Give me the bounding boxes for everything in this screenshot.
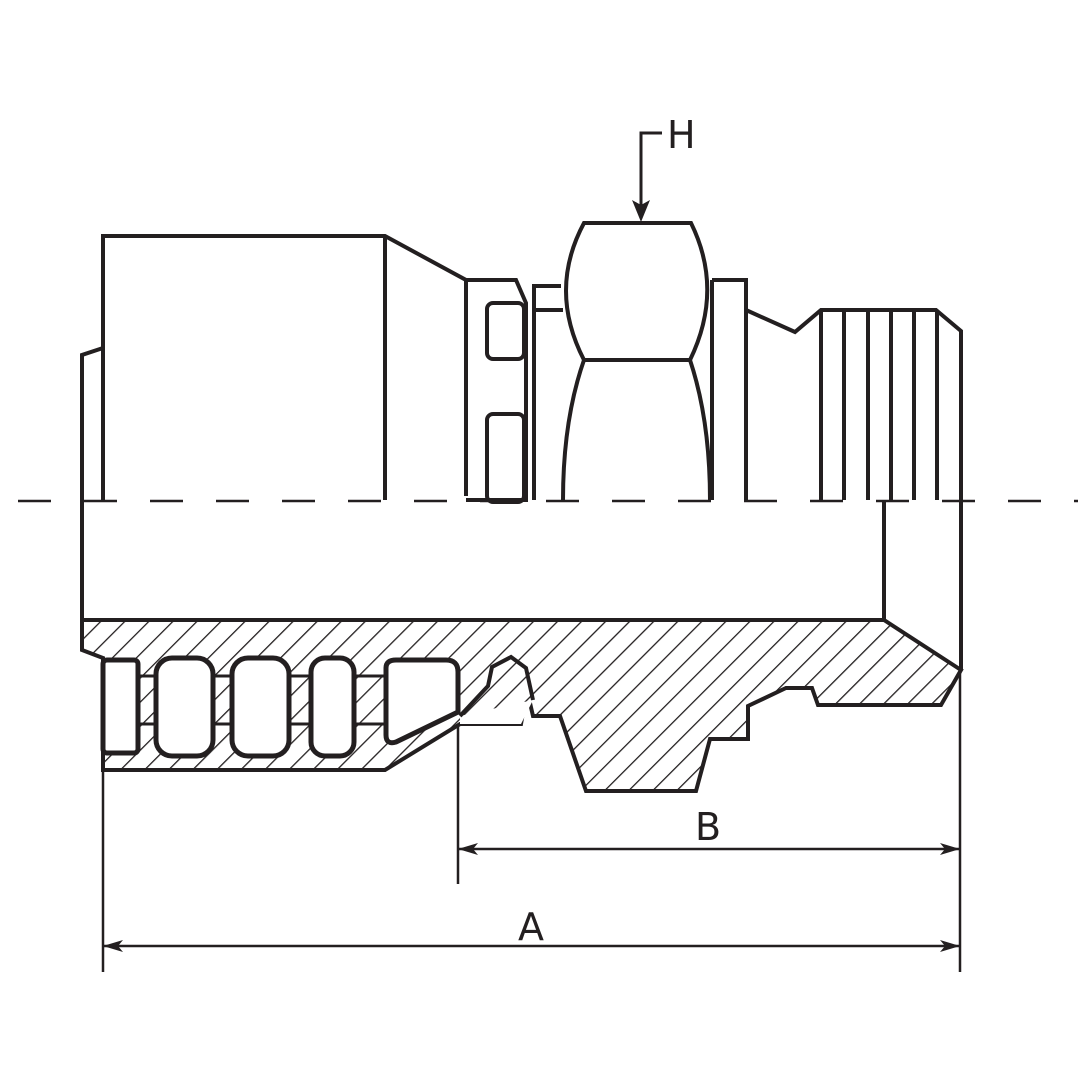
- hex-nut-side: [712, 278, 748, 500]
- thread-lines: [819, 310, 939, 500]
- collar-slot-upper: [485, 301, 526, 361]
- dimension-a: A: [103, 905, 960, 952]
- label-a: A: [518, 905, 544, 949]
- hose-bore-strip: [138, 674, 386, 726]
- collar: [466, 278, 528, 502]
- neck: [745, 308, 963, 670]
- nipple-barb: [458, 654, 535, 718]
- dimension-b: B: [458, 805, 960, 855]
- hex-nut-left-flank: [561, 359, 586, 501]
- label-b: B: [695, 805, 721, 849]
- ring: [532, 284, 563, 500]
- hose-end-lip: [80, 346, 104, 620]
- hex-nut-top: [564, 221, 710, 362]
- hose-teeth: [100, 655, 461, 759]
- collar-slot-lower: [485, 412, 526, 504]
- ferrule-outline: [101, 234, 468, 500]
- hex-nut-right-flank: [688, 359, 712, 501]
- hex-size-indicator: H: [632, 113, 696, 222]
- label-h: H: [667, 113, 696, 157]
